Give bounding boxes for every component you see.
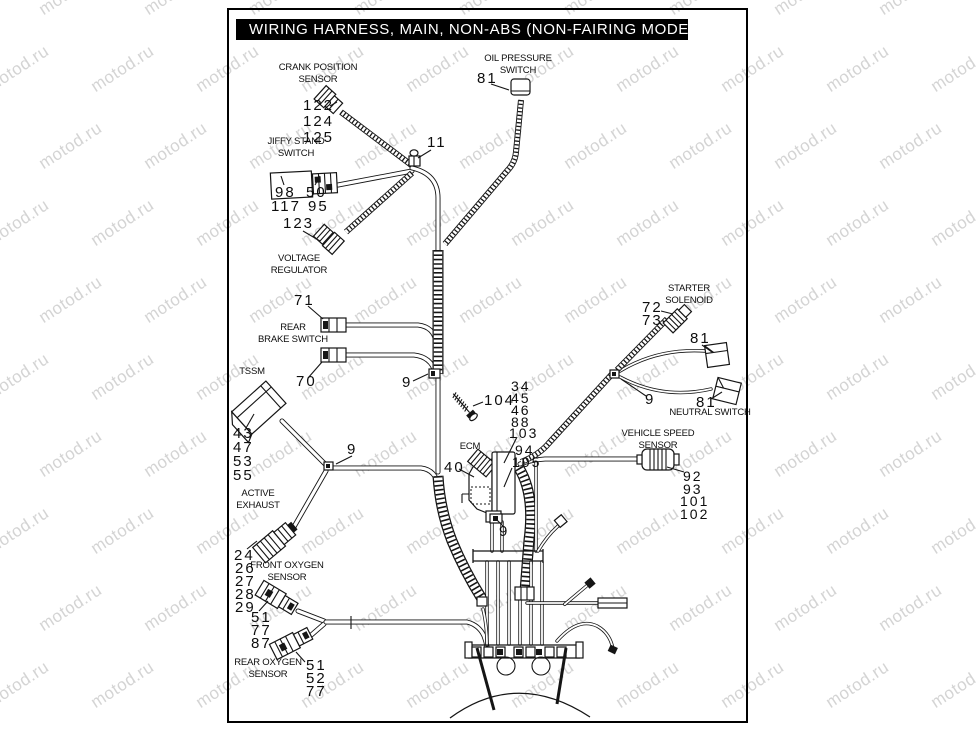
rear-oxygen-sensor-connector (268, 626, 314, 661)
jiffy-stand-switch-connector (269, 170, 339, 200)
vehicle-speed-sensor-connector (636, 448, 680, 471)
active-exhaust-connector (251, 521, 298, 564)
oil-pressure-switch-connector (510, 78, 531, 96)
voltage-regulator-connector (312, 223, 346, 256)
clamp-11 (408, 149, 421, 167)
rear-brake-switch-connector-70 (320, 347, 347, 363)
neutral-switch-boot-81b (711, 376, 743, 406)
title-bar: WIRING HARNESS, MAIN, NON-ABS (NON-FAIRI… (236, 19, 713, 40)
engine-sensor-lead (563, 577, 596, 606)
ecm-module (461, 448, 516, 523)
branch-wires-right (517, 316, 713, 467)
diagram-title: WIRING HARNESS, MAIN, NON-ABS (NON-FAIRI… (249, 21, 715, 38)
front-oxygen-sensor-connector (254, 579, 299, 616)
rear-brake-switch-connector-71 (320, 317, 347, 333)
clamp-9-tssm (323, 461, 334, 471)
screw-104 (452, 392, 478, 422)
engine-assembly (449, 513, 628, 719)
clamp-9-solenoid (609, 369, 620, 379)
neutral-switch-boot-81a (703, 341, 731, 369)
clamp-9-ecm (489, 513, 503, 524)
callout-pointers (245, 83, 723, 663)
connectors (230, 78, 743, 661)
diagram-border (227, 8, 748, 723)
starter-solenoid-connector (662, 303, 693, 334)
tssm-connector (230, 380, 287, 444)
crank-position-sensor-connector (313, 84, 344, 115)
main-harness-trunk (409, 165, 538, 602)
clamp-9-trunk (428, 368, 441, 379)
